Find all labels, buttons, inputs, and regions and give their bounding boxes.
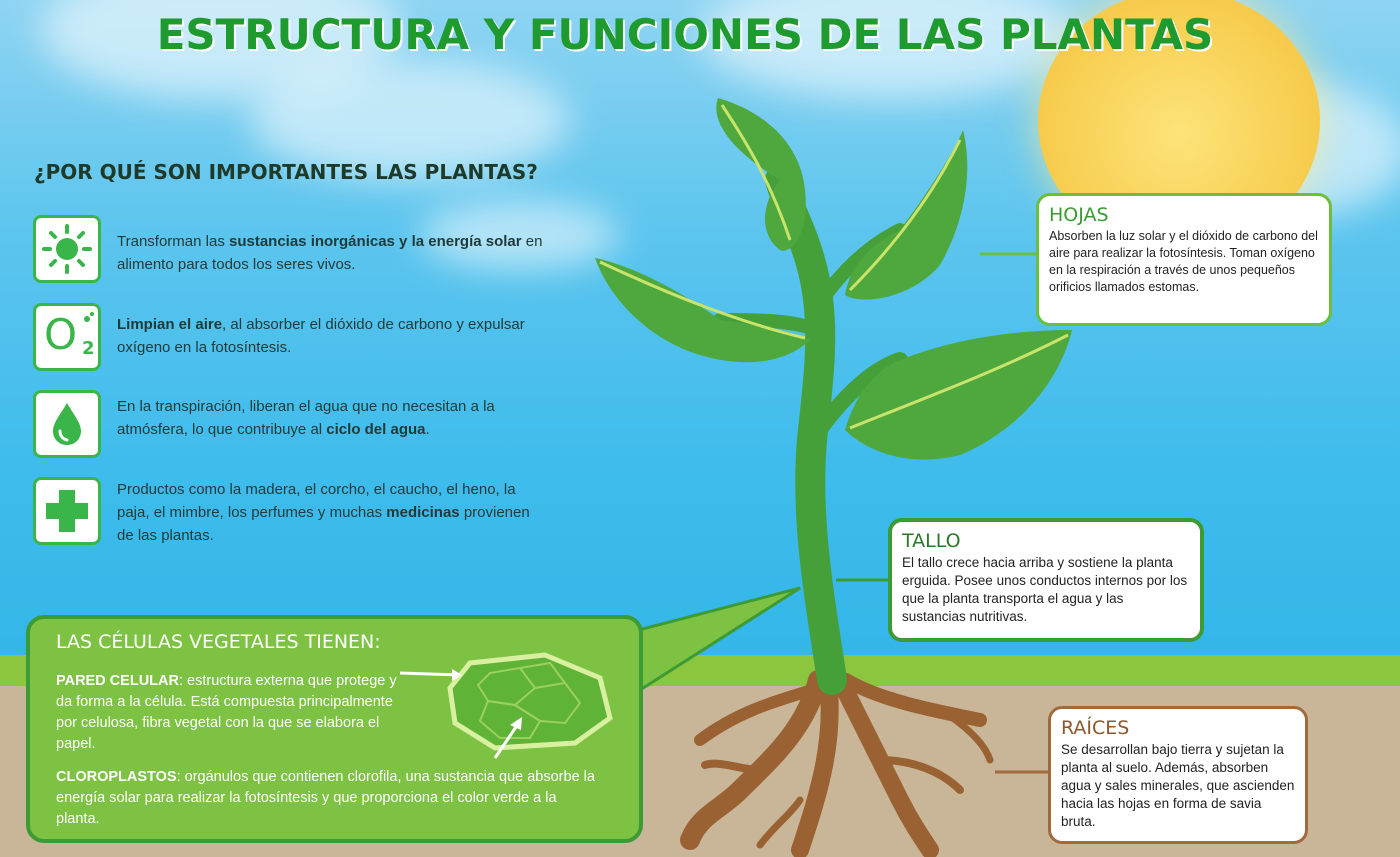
cells-title: LAS CÉLULAS VEGETALES TIENEN: [56,631,381,653]
reason-4-after: provienen de las plantas. [117,504,530,544]
reason-3-bold: ciclo del agua [326,421,426,438]
reason-4-before: Productos como la madera, el corcho, el … [117,481,516,521]
reason-2: Limpian el aire, al absorber el dióxido … [117,313,567,359]
sun-icon [42,224,92,274]
hojas-title: HOJAS [1049,204,1109,226]
tallo-text: El tallo crece hacia arriba y sostiene l… [902,555,1188,624]
reason-icon-box: O 2 [33,303,101,371]
tallo-box: TALLO El tallo crece hacia arriba y sost… [888,518,1204,642]
reason-icon-box [33,215,101,283]
reason-2-bold: Limpian el aire [117,316,223,333]
reason-icon-box [33,390,101,458]
reason-2-after: , al absorber el dióxido de carbono y ex… [117,316,525,356]
cloud [700,0,1080,100]
leaves [595,98,1072,460]
cloud [250,60,570,180]
plant-cell-illustration [400,652,613,759]
hojas-text: Absorben la luz solar y el dióxido de ca… [1049,229,1318,294]
cells-cloro-text: CLOROPLASTOS: orgánulos que contienen cl… [56,767,596,830]
reason-4-bold: medicinas [386,504,460,521]
pared-celular-label: PARED CELULAR [56,673,179,689]
pared-celular-desc: : estructura externa que protege y da fo… [56,673,397,752]
oxygen-icon: O 2 [44,310,95,362]
reason-icon-box [33,477,101,545]
reason-1-before: Transforman las [117,233,229,250]
cells-pared-text: PARED CELULAR: estructura externa que pr… [56,671,406,755]
reason-3: En la transpiración, liberan el agua que… [117,395,567,441]
page-title: ESTRUCTURA Y FUNCIONES DE LAS PLANTAS [156,10,1214,59]
reason-1: Transforman las sustancias inorgánicas y… [117,230,567,276]
reason-3-after: . [425,421,430,438]
medical-cross-icon [46,490,88,532]
roots [680,670,994,857]
raices-box: RAÍCES Se desarrollan bajo tierra y suje… [1048,706,1308,844]
oxygen-icon-o: O [44,310,78,359]
reason-1-after: en alimento para todos los seres vivos. [117,233,543,273]
raices-title: RAÍCES [1061,717,1130,739]
water-drop-icon [53,403,81,445]
cloroplastos-desc: : orgánulos que contienen clorofila, una… [56,769,595,827]
reason-1-bold: sustancias inorgánicas y la energía sola… [228,233,522,250]
cloud [420,200,620,270]
oxygen-icon-sub: 2 [82,338,95,359]
reason-4: Productos como la madera, el corcho, el … [117,478,537,547]
hojas-box: HOJAS Absorben la luz solar y el dióxido… [1036,193,1332,326]
reason-3-before: En la transpiración, liberan el agua que… [117,398,495,438]
tallo-title: TALLO [902,530,961,552]
plant-cells-box: LAS CÉLULAS VEGETALES TIENEN: PARED CELU… [26,615,643,843]
section-subtitle: ¿POR QUÉ SON IMPORTANTES LAS PLANTAS? [34,160,538,184]
raices-text: Se desarrollan bajo tierra y sujetan la … [1061,742,1295,829]
cloroplastos-label: CLOROPLASTOS [56,769,177,785]
